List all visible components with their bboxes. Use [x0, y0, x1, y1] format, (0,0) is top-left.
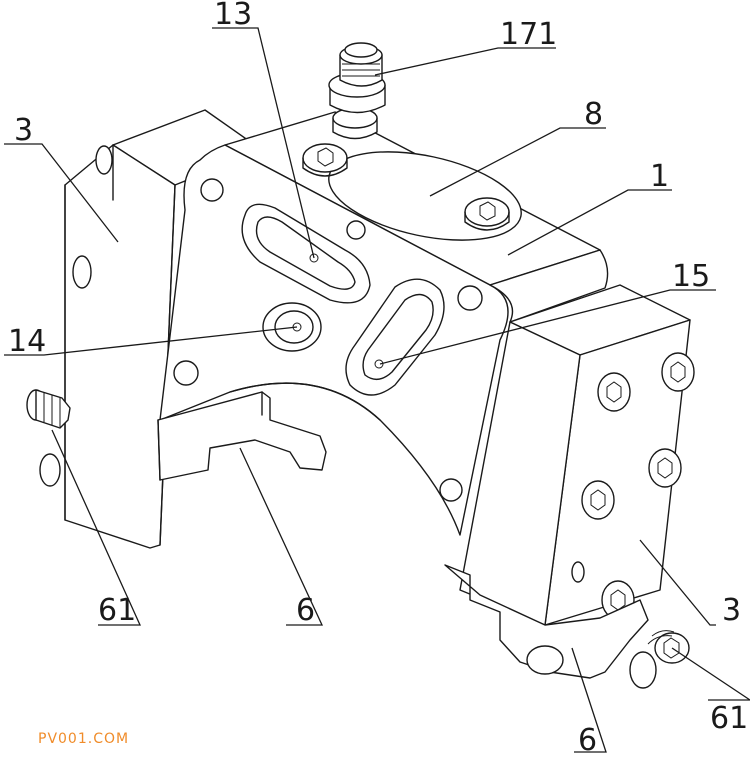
- label-8: 8: [584, 97, 603, 132]
- label-15: 15: [672, 259, 710, 294]
- leader-lines: [4, 27, 750, 753]
- top-pipe-fitting: [328, 42, 386, 140]
- right-side-block: [459, 284, 695, 626]
- label-3-right: 3: [722, 593, 741, 628]
- callout-labels: 13 171 8 3 1 15 14 61 6 3 61 6: [8, 0, 748, 758]
- label-6-center: 6: [296, 593, 315, 628]
- label-171: 171: [500, 17, 557, 52]
- label-14: 14: [8, 324, 46, 359]
- label-3-left: 3: [14, 113, 33, 148]
- watermark-text: PV001.COM: [38, 731, 129, 747]
- label-13: 13: [214, 0, 252, 32]
- left-side-fitting: [26, 389, 71, 429]
- label-6-bottom: 6: [578, 723, 597, 758]
- bottom-bracket-right: [444, 564, 657, 689]
- bottom-bracket-center: [157, 391, 327, 481]
- label-61-right: 61: [710, 701, 748, 736]
- label-1: 1: [650, 159, 669, 194]
- label-61-left: 61: [98, 593, 136, 628]
- right-side-fitting: [647, 630, 690, 664]
